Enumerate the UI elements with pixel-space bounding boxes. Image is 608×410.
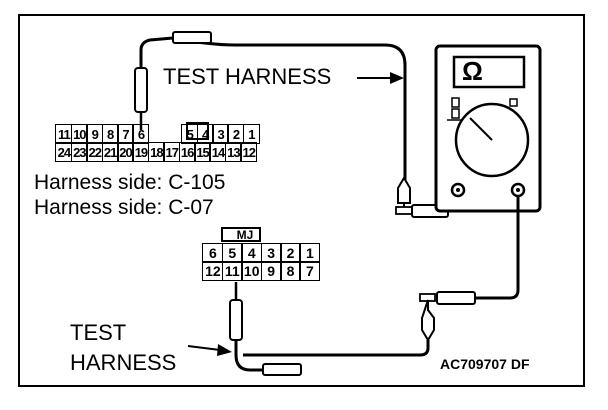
- c105-pin: 22: [86, 142, 104, 162]
- top-test-harness-label: TEST HARNESS: [163, 64, 332, 89]
- c105-pin: 12: [240, 142, 258, 162]
- right-meter-probe: [419, 291, 476, 342]
- bottom-harness-wire: [234, 340, 430, 372]
- mj-label: MJ: [236, 228, 254, 242]
- bottom-harness-arrow: [187, 344, 232, 356]
- c105-pin: 4: [196, 124, 214, 144]
- right-meter-lead: [475, 196, 520, 300]
- c07-pin: 3: [260, 243, 282, 263]
- c105-pin: 14: [209, 142, 227, 162]
- c07-pin: 8: [280, 261, 302, 281]
- c07-pin: 2: [280, 243, 302, 263]
- c07-row-2: 12 11 10 9 8 7: [202, 261, 321, 281]
- c105-pin: 2: [227, 124, 245, 144]
- bottom-probe: [229, 282, 243, 341]
- harness-side-c105-label: Harness side: C-105: [34, 171, 226, 194]
- bottom-test-label: TEST: [70, 320, 127, 345]
- c105-pin: 11: [55, 124, 73, 144]
- c105-pin: 19: [132, 142, 150, 162]
- c07-pin: 9: [260, 261, 282, 281]
- c07-pin: 11: [221, 261, 243, 281]
- c105-row-1: 11 10 9 8 7 6 5 4 3 2 1: [55, 124, 260, 144]
- c07-pin: 12: [202, 261, 224, 281]
- c105-pin: 10: [70, 124, 88, 144]
- c105-pin: 5: [181, 124, 199, 144]
- mj-tab: [221, 227, 261, 242]
- ohm-symbol: Ω: [462, 56, 483, 86]
- c105-pin: 20: [117, 142, 135, 162]
- c105-pin: 1: [242, 124, 260, 144]
- harness-side-c07-label: Harness side: C-07: [34, 196, 214, 219]
- c105-pin: 24: [55, 142, 73, 162]
- c105-pin: 13: [224, 142, 242, 162]
- c07-pin: 10: [241, 261, 263, 281]
- c105-pin: 23: [70, 142, 88, 162]
- c105-pin: 16: [178, 142, 196, 162]
- bottom-harness-label: HARNESS: [70, 350, 177, 375]
- c07-pin: 1: [299, 243, 321, 263]
- c105-pin: 7: [117, 124, 135, 144]
- c07-pin: 5: [221, 243, 243, 263]
- c105-pin: 18: [147, 142, 165, 162]
- bottom-plug: [262, 363, 302, 376]
- c07-pin: 4: [241, 243, 263, 263]
- top-probe: [134, 67, 148, 130]
- c105-pin: 3: [212, 124, 230, 144]
- diagram-frame: [18, 14, 585, 387]
- c105-row-2: 24 23 22 21 20 19 18 17 16 15 14 13 12: [55, 142, 258, 162]
- figure-code: AC709707 DF: [440, 356, 530, 372]
- c105-pin: 6: [132, 124, 150, 144]
- figure-code-suffix: DF: [510, 356, 530, 372]
- top-harness-arrow: [357, 72, 404, 84]
- figure-code-number: AC709707: [440, 356, 507, 372]
- c07-pin: 7: [299, 261, 321, 281]
- c105-pin: 17: [163, 142, 181, 162]
- multimeter: [434, 44, 542, 213]
- c07-row-1: 6 5 4 3 2 1: [202, 243, 321, 263]
- top-plug: [172, 31, 212, 44]
- c105-pin: 21: [101, 142, 119, 162]
- c105-pin: 15: [194, 142, 212, 162]
- c07-pin: 6: [202, 243, 224, 263]
- c105-pin: 8: [101, 124, 119, 144]
- c105-pin: 9: [86, 124, 104, 144]
- c105-latch-gap: [148, 124, 183, 144]
